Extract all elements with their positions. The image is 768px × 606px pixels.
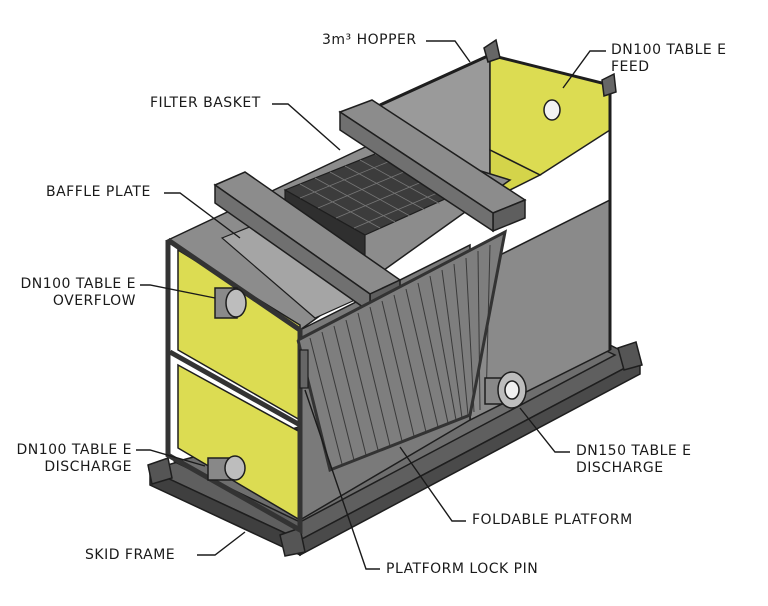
leader-feed [562,50,606,89]
cross-beams [213,99,527,314]
leader-filter-basket [272,103,341,151]
label-overflow-line2: OVERFLOW [52,293,136,309]
label-discharge150-line2: DISCHARGE [576,460,664,476]
label-discharge150-line1: DN150 TABLE E [576,443,692,459]
label-feed: DN100 TABLE E FEED [611,42,727,76]
label-feed-line2: FEED [611,59,650,75]
leader-skid-frame [197,531,246,556]
leader-baffle-plate [164,192,241,239]
dn150-discharge-nozzle [484,371,527,409]
platform-lock-pin [299,349,309,389]
leader-lock-pin [304,389,380,570]
label-overflow-line1: DN100 TABLE E [20,276,136,292]
label-filter-basket: FILTER BASKET [150,95,261,111]
label-discharge100-line1: DN100 TABLE E [16,442,132,458]
label-discharge100: DN100 TABLE E DISCHARGE [2,442,132,476]
label-skid-frame: SKID FRAME [85,547,176,563]
leader-discharge150 [519,407,570,453]
label-hopper: 3m³ HOPPER [322,32,417,48]
label-overflow: DN100 TABLE E OVERFLOW [8,276,136,310]
label-feed-line1: DN100 TABLE E [611,42,727,58]
label-foldable-platform: FOLDABLE PLATFORM [472,512,633,528]
leader-overflow [140,284,216,299]
leader-discharge100 [136,449,206,467]
label-discharge150: DN150 TABLE E DISCHARGE [576,443,692,477]
label-discharge100-line2: DISCHARGE [44,459,132,475]
foldable-platform [296,229,508,473]
leader-lines [136,40,606,570]
label-baffle-plate: BAFFLE PLATE [46,184,151,200]
label-lock-pin: PLATFORM LOCK PIN [386,561,539,577]
leader-hopper [426,40,471,63]
leader-foldable-platform [399,446,466,522]
